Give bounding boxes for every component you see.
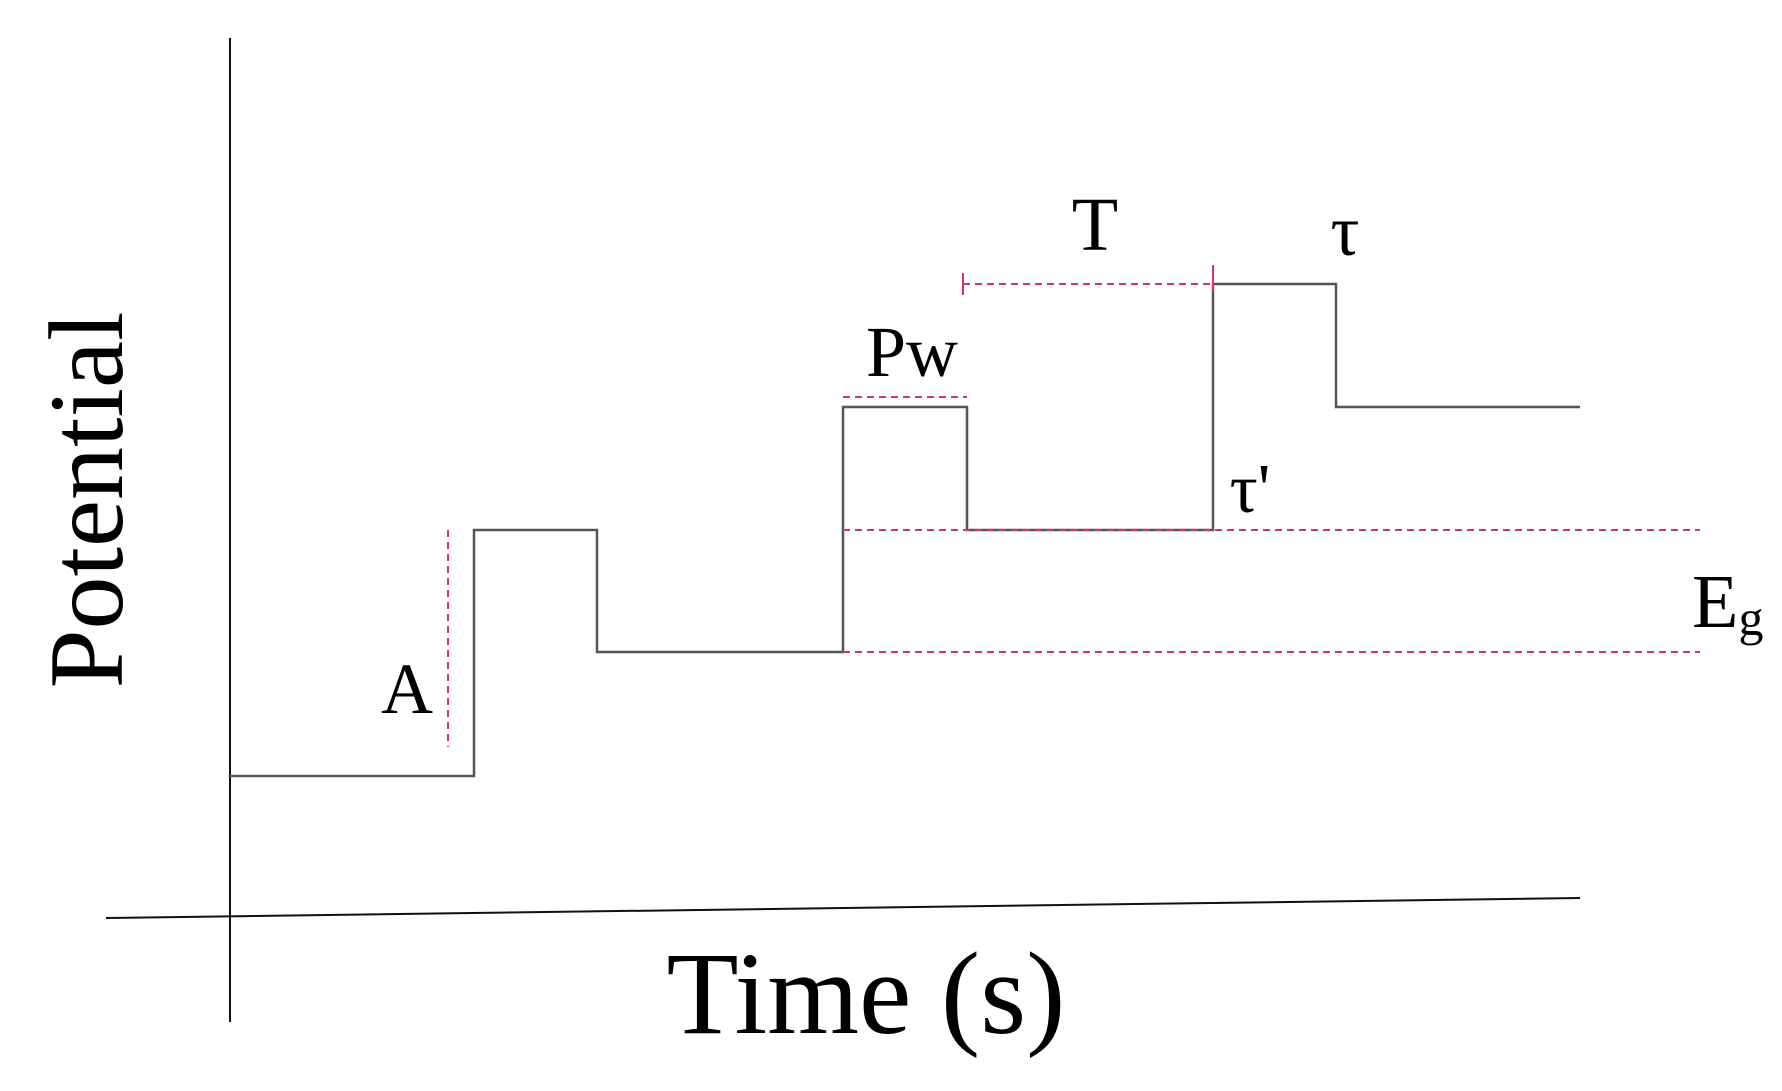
tau-prime-label: τ' bbox=[1230, 451, 1271, 528]
potential-waveform bbox=[230, 282, 1580, 778]
step-height-base: E bbox=[1692, 560, 1738, 644]
tau-label: τ bbox=[1331, 191, 1360, 271]
amplitude-label: A bbox=[381, 649, 433, 729]
x-axis-label: Time (s) bbox=[667, 928, 1066, 1059]
step-height-sub: g bbox=[1738, 590, 1763, 646]
period-label: T bbox=[1072, 183, 1118, 267]
x-axis bbox=[105, 897, 1581, 919]
step-height-label: Eg bbox=[1692, 560, 1763, 646]
y-axis-label: Potential bbox=[28, 312, 145, 689]
pulse-width-label: Pw bbox=[866, 312, 958, 392]
